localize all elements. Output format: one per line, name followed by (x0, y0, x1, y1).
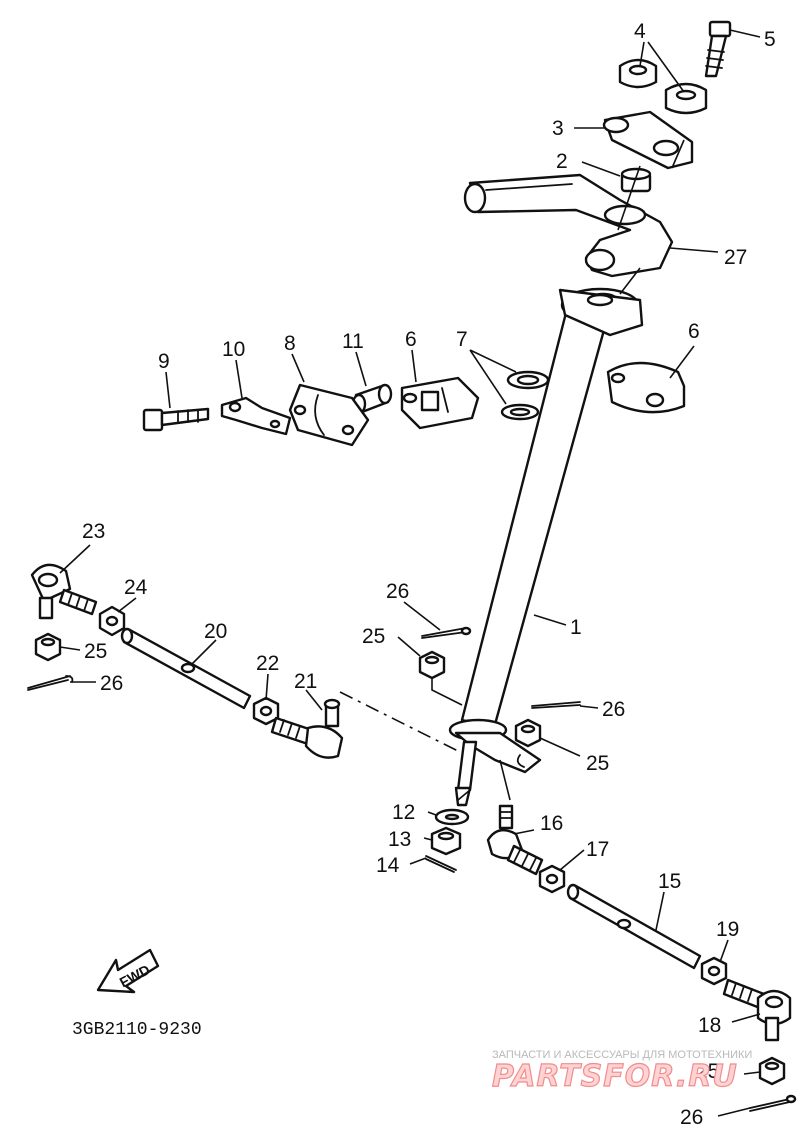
assembly-lines (339, 139, 685, 801)
callout-23: 23 (82, 520, 105, 543)
watermark-caption: ЗАПЧАСТИ И АКСЕССУАРЫ ДЛЯ МОТОТЕХНИКИ (492, 1049, 752, 1061)
callout-22: 22 (256, 652, 279, 675)
callout-15: 15 (658, 870, 681, 893)
upper-holder-part-6-right (606, 361, 686, 414)
tie-rod-end-part-18 (722, 978, 792, 1042)
callout-5: 5 (764, 28, 776, 51)
callout-3: 3 (552, 117, 564, 140)
nut-part-17 (538, 864, 566, 894)
callout-25-middle: 25 (362, 625, 385, 648)
callout-1: 1 (570, 616, 582, 639)
callout-13: 13 (388, 828, 411, 851)
nut-part-19 (700, 956, 728, 986)
callout-6-right: 6 (688, 320, 700, 343)
castle-nut-part-13 (430, 826, 462, 856)
callout-26-bottom: 26 (680, 1106, 703, 1129)
diagram-code: 3GB2110-9230 (72, 1020, 202, 1040)
washer-part-12 (434, 808, 470, 826)
lock-plate-part-10 (220, 396, 292, 436)
tie-rod-end-part-16 (486, 804, 544, 876)
callout-4: 4 (634, 20, 646, 43)
callout-20: 20 (204, 620, 227, 643)
nut-part-24 (98, 605, 126, 637)
steering-shaft-part-1 (448, 287, 644, 807)
callout-25-left: 25 (84, 640, 107, 663)
holder-part-6-left (400, 376, 480, 430)
callout-9: 9 (158, 350, 170, 373)
steering-bracket-part-27 (463, 173, 674, 278)
callout-2: 2 (556, 150, 568, 173)
callout-17: 17 (586, 838, 609, 861)
callout-26-left: 26 (100, 672, 123, 695)
callout-7: 7 (456, 328, 468, 351)
callout-leaders (59, 29, 761, 1117)
callout-24: 24 (124, 576, 148, 599)
handlebar-cap-parts-4 (618, 58, 708, 115)
tie-rod-end-part-23 (30, 563, 98, 620)
callout-11: 11 (342, 330, 364, 353)
callout-25-bottom: 25 (696, 1060, 719, 1083)
collar-parts-7 (500, 370, 550, 421)
nut-part-25-bottom (758, 1056, 786, 1086)
callout-10: 10 (222, 338, 245, 361)
callout-18: 18 (698, 1014, 721, 1037)
nut-part-25-right (514, 718, 542, 748)
callout-26-upper: 26 (386, 580, 409, 603)
callout-25-right: 25 (586, 752, 609, 775)
callout-16: 16 (540, 812, 563, 835)
tie-rod-part-15 (566, 883, 702, 970)
callout-14: 14 (376, 854, 400, 877)
callout-21: 21 (294, 670, 317, 693)
watermark-brand: PARTSFOR.RU (492, 1059, 738, 1094)
callout-27: 27 (724, 246, 747, 269)
cotter-pin-part-26-upper (421, 626, 472, 639)
callout-12: 12 (392, 801, 415, 824)
nut-part-25-left (34, 632, 62, 662)
bolt-part-9 (142, 407, 210, 432)
watermark: ЗАПЧАСТИ И АКСЕССУАРЫ ДЛЯ МОТОТЕХНИКИ PA… (491, 1049, 752, 1095)
callout-26-right: 26 (602, 698, 625, 721)
callout-8: 8 (284, 332, 296, 355)
cotter-pin-part-14 (425, 855, 457, 873)
bushing-part-11 (351, 383, 393, 415)
cotter-pin-part-26-right (531, 701, 581, 709)
handlebar-holder-part-3 (602, 110, 694, 170)
cotter-pin-part-26-bottom (749, 1094, 797, 1112)
callout-19: 19 (716, 918, 739, 941)
cotter-pin-part-26-left (27, 675, 74, 691)
forward-arrow: FWD (96, 948, 160, 994)
tie-rod-part-20 (120, 627, 252, 710)
callout-6-left: 6 (405, 328, 417, 351)
bolt-part-5 (704, 20, 732, 78)
nut-part-25-middle (418, 650, 446, 680)
plate-part-8 (288, 383, 370, 447)
tie-rod-end-part-21 (270, 698, 344, 759)
callout-numbers: 1 2 3 4 5 6 6 7 8 9 10 11 12 13 14 15 16… (82, 20, 776, 1129)
